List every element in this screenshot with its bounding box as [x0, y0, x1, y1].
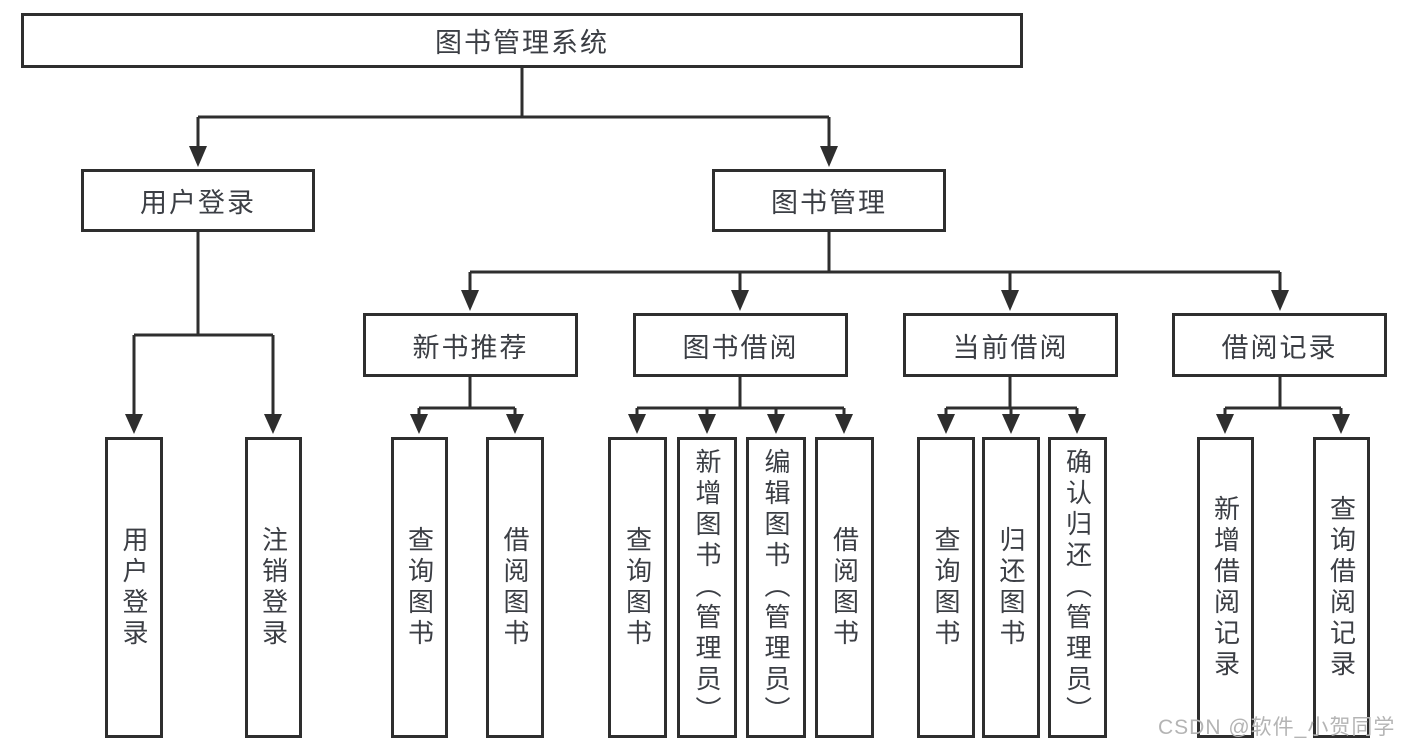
node-br-add-record: 新增借阅记录: [1197, 437, 1254, 738]
node-cb-confirm-return-admin: 确认归还（管理员）: [1048, 437, 1107, 738]
node-bb-add-books-admin: 新增图书（管理员）: [677, 437, 737, 738]
node-user-login: 用户登录: [81, 169, 315, 232]
node-bb-edit-books-admin: 编辑图书（管理员）: [746, 437, 806, 738]
node-book-borrow: 图书借阅: [633, 313, 848, 377]
node-logout-action: 注销登录: [245, 437, 302, 738]
node-bb-borrow-books: 借阅图书: [815, 437, 874, 738]
node-nbr-query-books: 查询图书: [391, 437, 448, 738]
node-cb-return-books: 归还图书: [982, 437, 1040, 738]
node-borrow-records: 借阅记录: [1172, 313, 1387, 377]
node-new-book-recommend: 新书推荐: [363, 313, 578, 377]
node-book-management: 图书管理: [712, 169, 946, 232]
node-br-query-record: 查询借阅记录: [1313, 437, 1370, 738]
node-bb-query-books: 查询图书: [608, 437, 667, 738]
node-cb-query-books: 查询图书: [917, 437, 975, 738]
node-nbr-borrow-books: 借阅图书: [486, 437, 544, 738]
arrowheads: [125, 146, 1350, 434]
node-user-login-action: 用户登录: [105, 437, 163, 738]
node-current-borrow: 当前借阅: [903, 313, 1118, 377]
node-book-management-system: 图书管理系统: [21, 13, 1023, 68]
csdn-watermark: CSDN @软件_小贺同学: [1158, 716, 1396, 739]
